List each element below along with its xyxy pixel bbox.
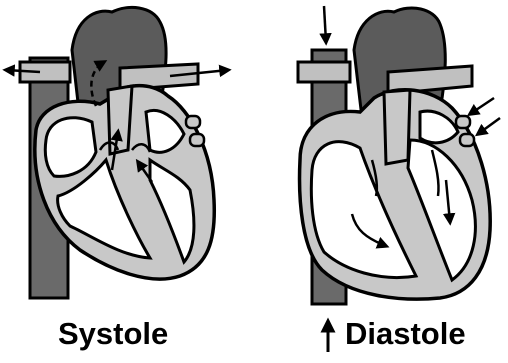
pulmonary-vein-1 [456,116,470,128]
pulmonary-vein-2 [190,134,204,146]
arrow-vein-in-2 [478,118,500,134]
pulmonary-artery-left [298,62,350,82]
diastole-heart [298,6,500,352]
pulmonary-trunk [384,90,410,164]
arrow-vena-cava-down [324,6,326,42]
systole-label: Systole [58,318,168,349]
pulmonary-vein-1 [186,116,200,128]
diastole-label: Diastole [345,318,466,349]
systole-heart [6,7,228,298]
arrow-vein-in-1 [470,98,494,114]
pulmonary-vein-2 [460,134,474,146]
